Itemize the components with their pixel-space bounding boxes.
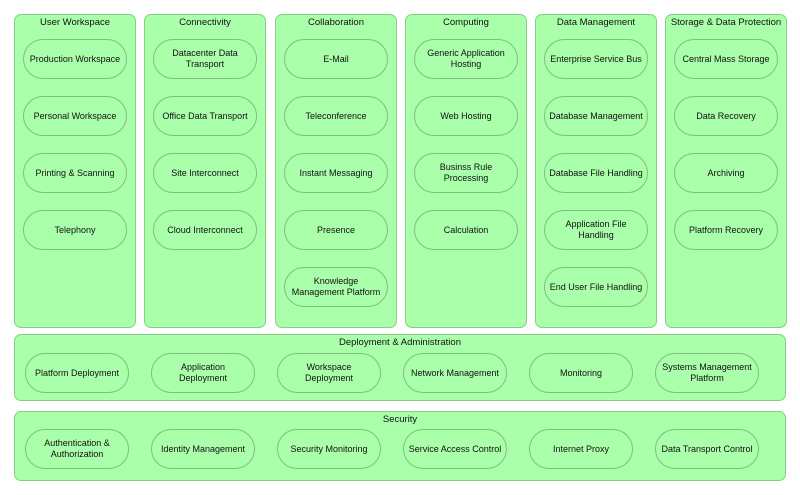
node-e-mail[interactable]: E-Mail <box>284 39 388 79</box>
node-internet-proxy[interactable]: Internet Proxy <box>529 429 633 469</box>
node-datacenter-data-transport[interactable]: Datacenter Data Transport <box>153 39 257 79</box>
panel-title: Connectivity <box>179 17 231 28</box>
node-personal-workspace[interactable]: Personal Workspace <box>23 96 127 136</box>
node-authentication-authorization[interactable]: Authentication & Authorization <box>25 429 129 469</box>
node-knowledge-management-platform[interactable]: Knowledge Management Platform <box>284 267 388 307</box>
node-cloud-interconnect[interactable]: Cloud Interconnect <box>153 210 257 250</box>
node-businss-rule-processing[interactable]: Businss Rule Processing <box>414 153 518 193</box>
node-application-file-handling[interactable]: Application File Handling <box>544 210 648 250</box>
node-web-hosting[interactable]: Web Hosting <box>414 96 518 136</box>
panel-title: User Workspace <box>39 17 111 28</box>
node-service-access-control[interactable]: Service Access Control <box>403 429 507 469</box>
panel-title: Computing <box>443 17 489 28</box>
panel-title: Data Management <box>556 17 636 28</box>
node-archiving[interactable]: Archiving <box>674 153 778 193</box>
node-central-mass-storage[interactable]: Central Mass Storage <box>674 39 778 79</box>
node-monitoring[interactable]: Monitoring <box>529 353 633 393</box>
node-database-management[interactable]: Database Management <box>544 96 648 136</box>
node-systems-management-platform[interactable]: Systems Management Platform <box>655 353 759 393</box>
node-security-monitoring[interactable]: Security Monitoring <box>277 429 381 469</box>
node-calculation[interactable]: Calculation <box>414 210 518 250</box>
node-generic-application-hosting[interactable]: Generic Application Hosting <box>414 39 518 79</box>
node-telephony[interactable]: Telephony <box>23 210 127 250</box>
node-instant-messaging[interactable]: Instant Messaging <box>284 153 388 193</box>
node-end-user-file-handling[interactable]: End User File Handling <box>544 267 648 307</box>
node-platform-recovery[interactable]: Platform Recovery <box>674 210 778 250</box>
node-enterprise-service-bus[interactable]: Enterprise Service Bus <box>544 39 648 79</box>
node-identity-management[interactable]: Identity Management <box>151 429 255 469</box>
node-workspace-deployment[interactable]: Workspace Deployment <box>277 353 381 393</box>
node-site-interconnect[interactable]: Site Interconnect <box>153 153 257 193</box>
node-office-data-transport[interactable]: Office Data Transport <box>153 96 257 136</box>
node-database-file-handling[interactable]: Database File Handling <box>544 153 648 193</box>
node-network-management[interactable]: Network Management <box>403 353 507 393</box>
node-teleconference[interactable]: Teleconference <box>284 96 388 136</box>
panel-title: Security <box>382 414 418 425</box>
node-presence[interactable]: Presence <box>284 210 388 250</box>
node-printing-scanning[interactable]: Printing & Scanning <box>23 153 127 193</box>
node-data-transport-control[interactable]: Data Transport Control <box>655 429 759 469</box>
panel-title: Collaboration <box>308 17 364 28</box>
node-data-recovery[interactable]: Data Recovery <box>674 96 778 136</box>
node-application-deployment[interactable]: Application Deployment <box>151 353 255 393</box>
node-production-workspace[interactable]: Production Workspace <box>23 39 127 79</box>
panel-title: Deployment & Administration <box>339 337 461 348</box>
node-platform-deployment[interactable]: Platform Deployment <box>25 353 129 393</box>
panel-title: Storage & Data Protection <box>670 17 782 28</box>
